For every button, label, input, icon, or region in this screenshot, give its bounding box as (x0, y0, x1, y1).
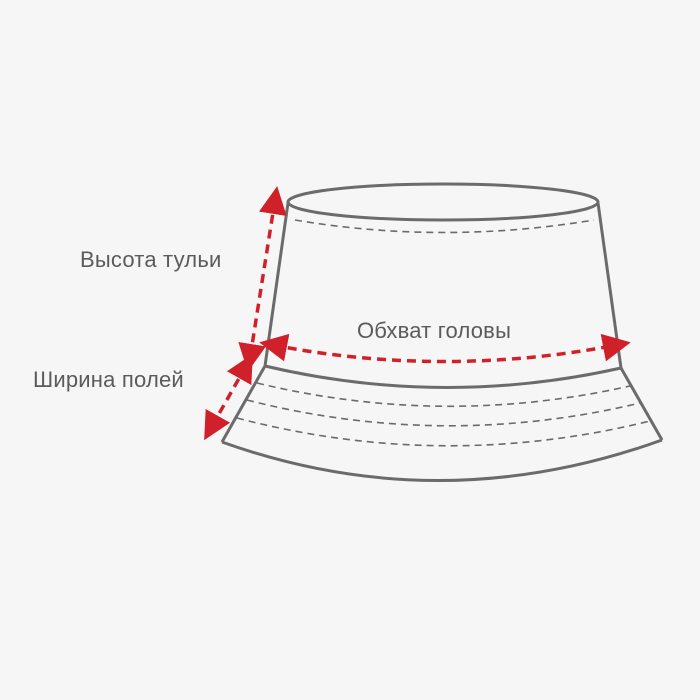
brim-bottom-edge (221, 438, 663, 482)
head-circumference-label: Обхват головы (357, 318, 512, 343)
head-circumference-arrow (259, 333, 631, 364)
crown-right-side (596, 202, 623, 369)
brim-stitching-row-2 (246, 399, 641, 427)
crown-left-side (263, 202, 290, 367)
crown-base-seam (264, 364, 622, 389)
brim-right-edge (619, 367, 664, 441)
brim-width-arrow (204, 353, 253, 441)
crown-top-outline (286, 182, 600, 222)
crown-height-arrow (238, 186, 287, 372)
brim-stitching-row-3 (236, 417, 651, 447)
brim-left-edge (220, 365, 267, 443)
crown-top-stitching (294, 219, 595, 234)
brim-stitching-row-1 (256, 382, 631, 408)
brim-width-label: Ширина полей (33, 367, 184, 392)
crown-height-label: Высота тульи (80, 247, 222, 272)
